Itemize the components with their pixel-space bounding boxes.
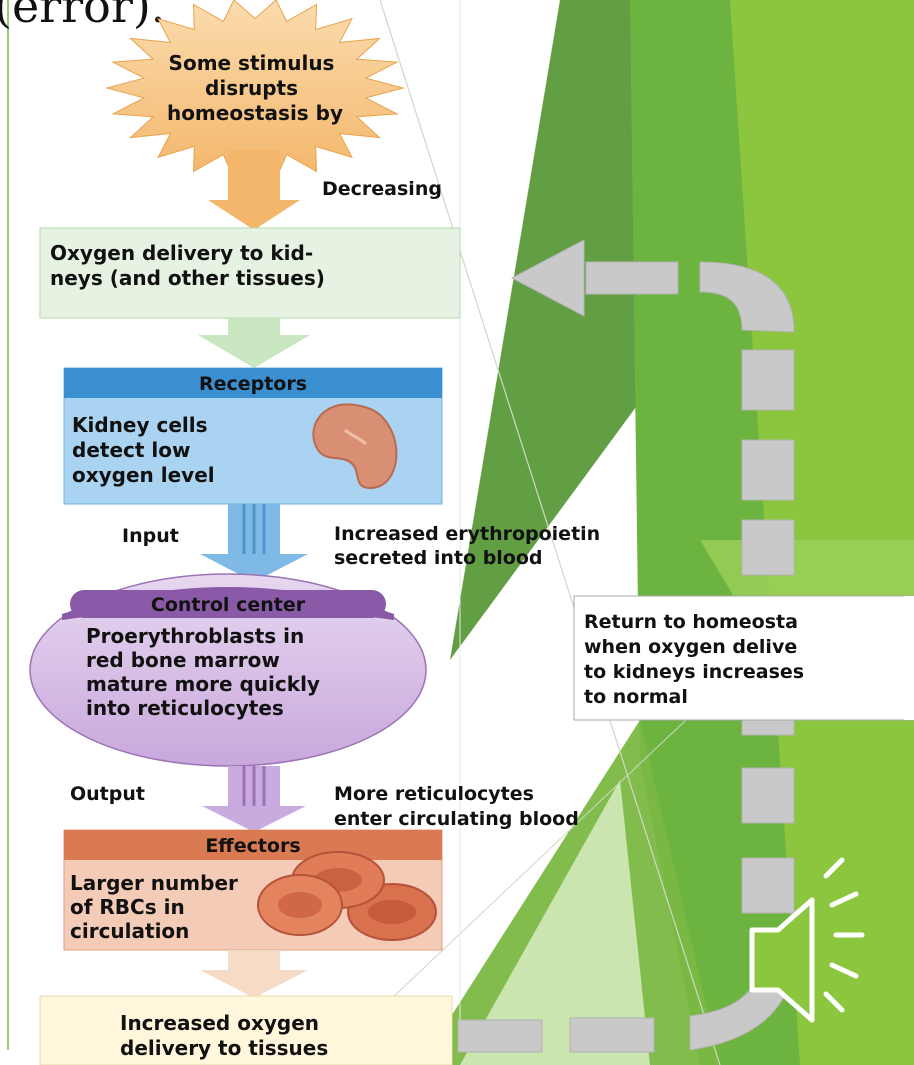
condition-line: neys (and other tissues) bbox=[50, 266, 325, 290]
return-line: when oxygen delive bbox=[584, 636, 797, 658]
stimulus-line: homeostasis by bbox=[167, 101, 343, 125]
arrow-condition-down bbox=[198, 318, 310, 368]
slide-title-fragment: (error). bbox=[0, 0, 165, 33]
control-center-line: into reticulocytes bbox=[86, 696, 284, 720]
receptors-text: Kidney cells detect low oxygen level bbox=[72, 413, 215, 487]
effectors-line: of RBCs in bbox=[70, 895, 185, 919]
arrow-effectors-down bbox=[200, 950, 308, 998]
output-message-line: enter circulating blood bbox=[334, 808, 579, 830]
return-line: Return to homeosta bbox=[584, 611, 798, 633]
receptors-line: Kidney cells bbox=[72, 413, 208, 437]
output-message-line: More reticulocytes bbox=[334, 783, 534, 805]
response-text: Increased oxygen delivery to tissues bbox=[120, 1011, 328, 1060]
control-center-line: red bone marrow bbox=[86, 648, 280, 672]
return-line: to kidneys increases bbox=[584, 661, 804, 683]
control-center-line: mature more quickly bbox=[86, 672, 320, 696]
controlled-condition-text: Oxygen delivery to kid- neys (and other … bbox=[50, 241, 325, 290]
control-center-line: Proerythroblasts in bbox=[86, 624, 304, 648]
effectors-line: Larger number bbox=[70, 871, 238, 895]
arrow-stimulus-down bbox=[208, 150, 300, 230]
condition-line: Oxygen delivery to kid- bbox=[50, 241, 313, 265]
return-box-clip bbox=[904, 596, 914, 720]
output-message: More reticulocytes enter circulating blo… bbox=[334, 783, 579, 830]
effectors-title: Effectors bbox=[205, 835, 300, 857]
effectors-line: circulation bbox=[70, 919, 189, 943]
output-arrow bbox=[202, 766, 306, 832]
stimulus-line: Some stimulus bbox=[169, 51, 335, 75]
input-message-line: secreted into blood bbox=[334, 547, 543, 569]
output-label: Output bbox=[70, 783, 145, 805]
decreasing-label: Decreasing bbox=[322, 178, 442, 200]
input-message-line: Increased erythropoietin bbox=[334, 523, 600, 545]
stimulus-line: disrupts bbox=[205, 76, 298, 100]
receptors-line: detect low bbox=[72, 438, 190, 462]
receptors-title: Receptors bbox=[199, 373, 307, 395]
receptors-line: oxygen level bbox=[72, 463, 215, 487]
response-line: delivery to tissues bbox=[120, 1036, 328, 1060]
return-line: to normal bbox=[584, 686, 688, 708]
input-arrow bbox=[200, 504, 308, 582]
response-line: Increased oxygen bbox=[120, 1011, 319, 1035]
control-center-title: Control center bbox=[151, 594, 306, 616]
input-label: Input bbox=[122, 525, 179, 547]
